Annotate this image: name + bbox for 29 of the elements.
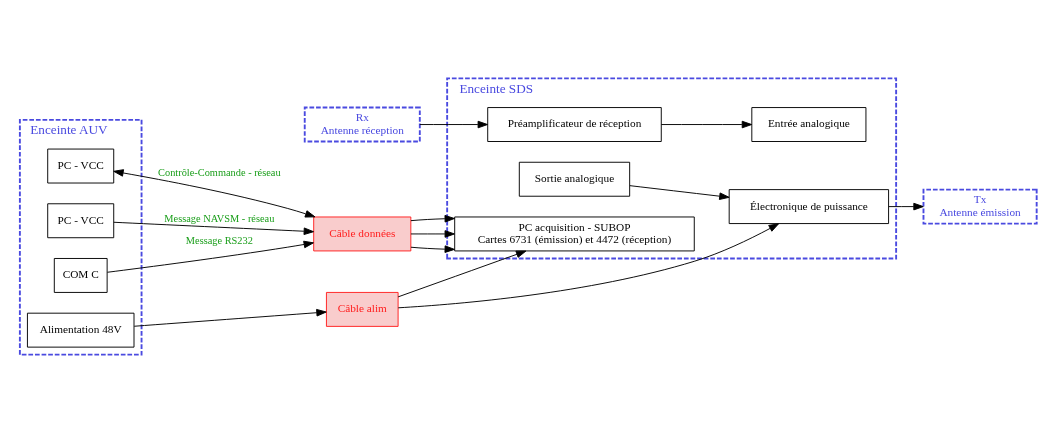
node-box: Câble données	[313, 216, 412, 252]
arrow	[410, 245, 455, 253]
node-box: Câble alim	[325, 291, 399, 327]
edge-label: Message RS232	[185, 235, 253, 247]
node-box: PC - VCC	[47, 148, 115, 184]
node-box: Alimentation 48V	[26, 312, 135, 348]
arrow	[419, 120, 488, 129]
node-box: Tx Antenne émission	[922, 188, 1038, 225]
edge-label: Message NAVSM - réseau	[164, 212, 275, 224]
node-box: Préamplificateur de réception	[487, 107, 662, 142]
node-box: Sortie analogique	[518, 161, 631, 197]
arrow	[133, 308, 327, 327]
node-box: Électronique de puissance	[728, 189, 890, 225]
arrow	[397, 250, 527, 298]
node-box: PC acquisition - SUBOP Cartes 6731 (émission) et 4472 (réception)	[454, 216, 695, 252]
node-box: Rx Antenne réception	[303, 106, 421, 143]
arrow	[888, 202, 924, 211]
arrow	[397, 223, 780, 309]
arrow	[629, 185, 730, 200]
edge-label: Contrôle-Commande - réseau	[158, 167, 281, 179]
arrow	[660, 120, 753, 129]
node-box: Entrée analogique	[751, 107, 867, 142]
node-box: PC - VCC	[47, 203, 115, 239]
arrow	[410, 230, 455, 238]
node-box: COM C	[53, 258, 108, 293]
arrow	[113, 221, 314, 235]
arrow	[113, 169, 316, 218]
arrow	[410, 214, 455, 223]
arrow	[106, 240, 314, 273]
